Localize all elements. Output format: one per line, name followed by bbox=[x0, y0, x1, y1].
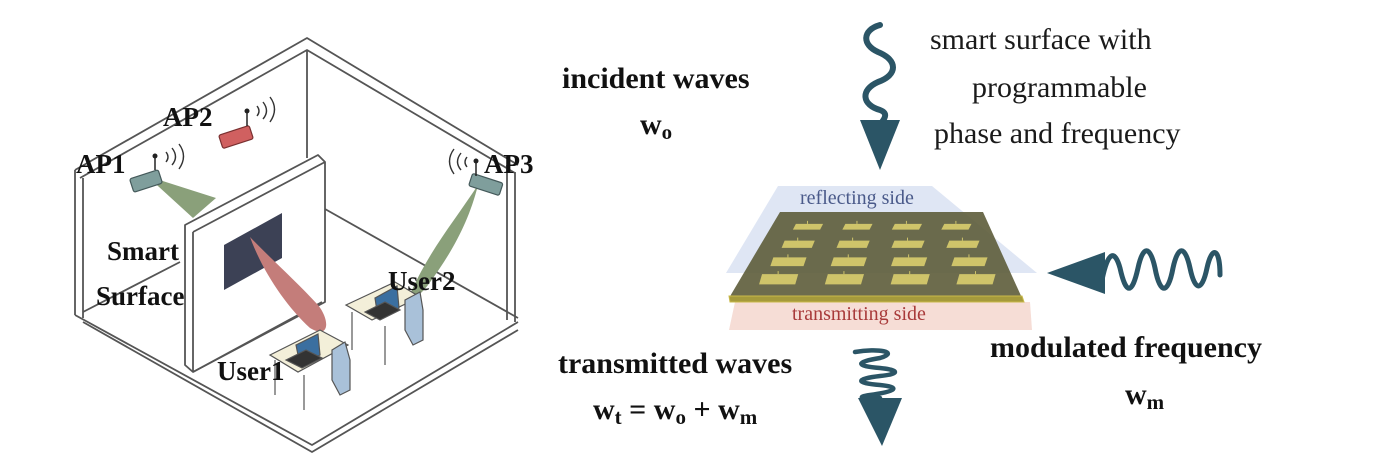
ap1-beam bbox=[147, 176, 216, 218]
modulated-frequency-symbol: wm bbox=[1125, 378, 1164, 413]
ap1-signal-icon bbox=[165, 143, 185, 170]
eq-term1: w bbox=[653, 393, 676, 426]
metasurface-patch bbox=[946, 240, 980, 248]
partition-wall-front bbox=[192, 161, 326, 372]
floor-line-right bbox=[324, 208, 519, 319]
incident-frequency-symbol: wo bbox=[640, 108, 672, 143]
right-wall-edge bbox=[506, 165, 516, 322]
left-wall-top-edge bbox=[74, 37, 519, 171]
metasurface-patch bbox=[781, 240, 815, 248]
metasurface-patch bbox=[891, 240, 925, 248]
incident-wave-arrow bbox=[860, 22, 900, 170]
modulated-symbol: w bbox=[1125, 378, 1147, 411]
metasurface-patch bbox=[770, 257, 807, 267]
eq-lhs-sub: t bbox=[614, 405, 622, 430]
incident-waves-label: incident waves bbox=[562, 62, 750, 95]
eq-term2: w bbox=[718, 393, 740, 426]
ap3-router bbox=[408, 148, 504, 301]
ap2-label: AP2 bbox=[163, 102, 213, 132]
metasurface-patch bbox=[842, 223, 873, 230]
modulated-subscript: m bbox=[1146, 390, 1165, 415]
left-wall-edge bbox=[74, 170, 84, 318]
metasurface-patch bbox=[792, 223, 824, 230]
reflecting-side-label: reflecting side bbox=[800, 187, 914, 209]
incident-symbol: w bbox=[640, 108, 662, 141]
user2-label: User2 bbox=[388, 266, 456, 296]
eq-lhs: w bbox=[593, 393, 615, 426]
metasurface-patch bbox=[759, 274, 799, 285]
description-line2: programmable bbox=[972, 71, 1147, 104]
metasurface-board bbox=[729, 212, 1022, 298]
smart-surface-label-line1: Smart bbox=[107, 236, 179, 266]
eq-equals: = bbox=[621, 393, 654, 426]
metasurface-patch bbox=[891, 223, 923, 230]
user1-desk bbox=[268, 329, 351, 410]
eq-plus: + bbox=[685, 393, 719, 426]
transmitting-side-label: transmitting side bbox=[792, 303, 926, 325]
description-line1: smart surface with bbox=[930, 23, 1152, 56]
modulated-frequency-label: modulated frequency bbox=[990, 331, 1262, 364]
user1-chair bbox=[331, 341, 351, 396]
incident-subscript: o bbox=[661, 120, 673, 145]
smart-surface-label-line2: Surface bbox=[96, 281, 185, 311]
description-line3: phase and frequency bbox=[934, 117, 1181, 150]
ap3-beam bbox=[408, 185, 478, 301]
transmitted-frequency-equation: wt = wo + wm bbox=[593, 393, 757, 428]
ap3-label: AP3 bbox=[484, 149, 534, 179]
eq-term2-sub: m bbox=[739, 405, 758, 430]
metasurface-patch bbox=[956, 274, 996, 285]
floor-front-left-inner bbox=[82, 321, 519, 453]
ap3-signal-icon bbox=[448, 148, 468, 175]
metasurface-patch bbox=[890, 274, 930, 285]
transmitted-waves-label: transmitted waves bbox=[558, 347, 793, 380]
user1-label: User1 bbox=[217, 356, 285, 386]
modulated-wave-arrow bbox=[1047, 248, 1223, 294]
ap2-router bbox=[218, 96, 276, 149]
metasurface-patch bbox=[824, 274, 865, 285]
metasurface-patch bbox=[836, 240, 870, 248]
user2-desk bbox=[344, 281, 424, 365]
ap1-label: AP1 bbox=[76, 149, 126, 179]
metasurface-board-edge bbox=[728, 295, 1025, 303]
metasurface-patches bbox=[759, 220, 996, 285]
floor-front-left bbox=[74, 314, 519, 446]
metasurface-patch bbox=[891, 257, 928, 267]
ap2-signal-icon bbox=[256, 96, 276, 123]
eq-term1-sub: o bbox=[675, 405, 686, 430]
metasurface-patch bbox=[951, 257, 988, 267]
smart-surface-panel bbox=[224, 213, 282, 290]
reflected-beam bbox=[250, 237, 327, 332]
metasurface-patch bbox=[941, 223, 972, 230]
metasurface-patch bbox=[830, 257, 867, 267]
ap1-router bbox=[129, 143, 216, 218]
transmitting-side-plane bbox=[729, 302, 1032, 330]
transmitted-wave-arrow bbox=[852, 348, 902, 446]
user2-chair bbox=[404, 291, 424, 346]
left-wall-floor-line bbox=[82, 261, 181, 313]
